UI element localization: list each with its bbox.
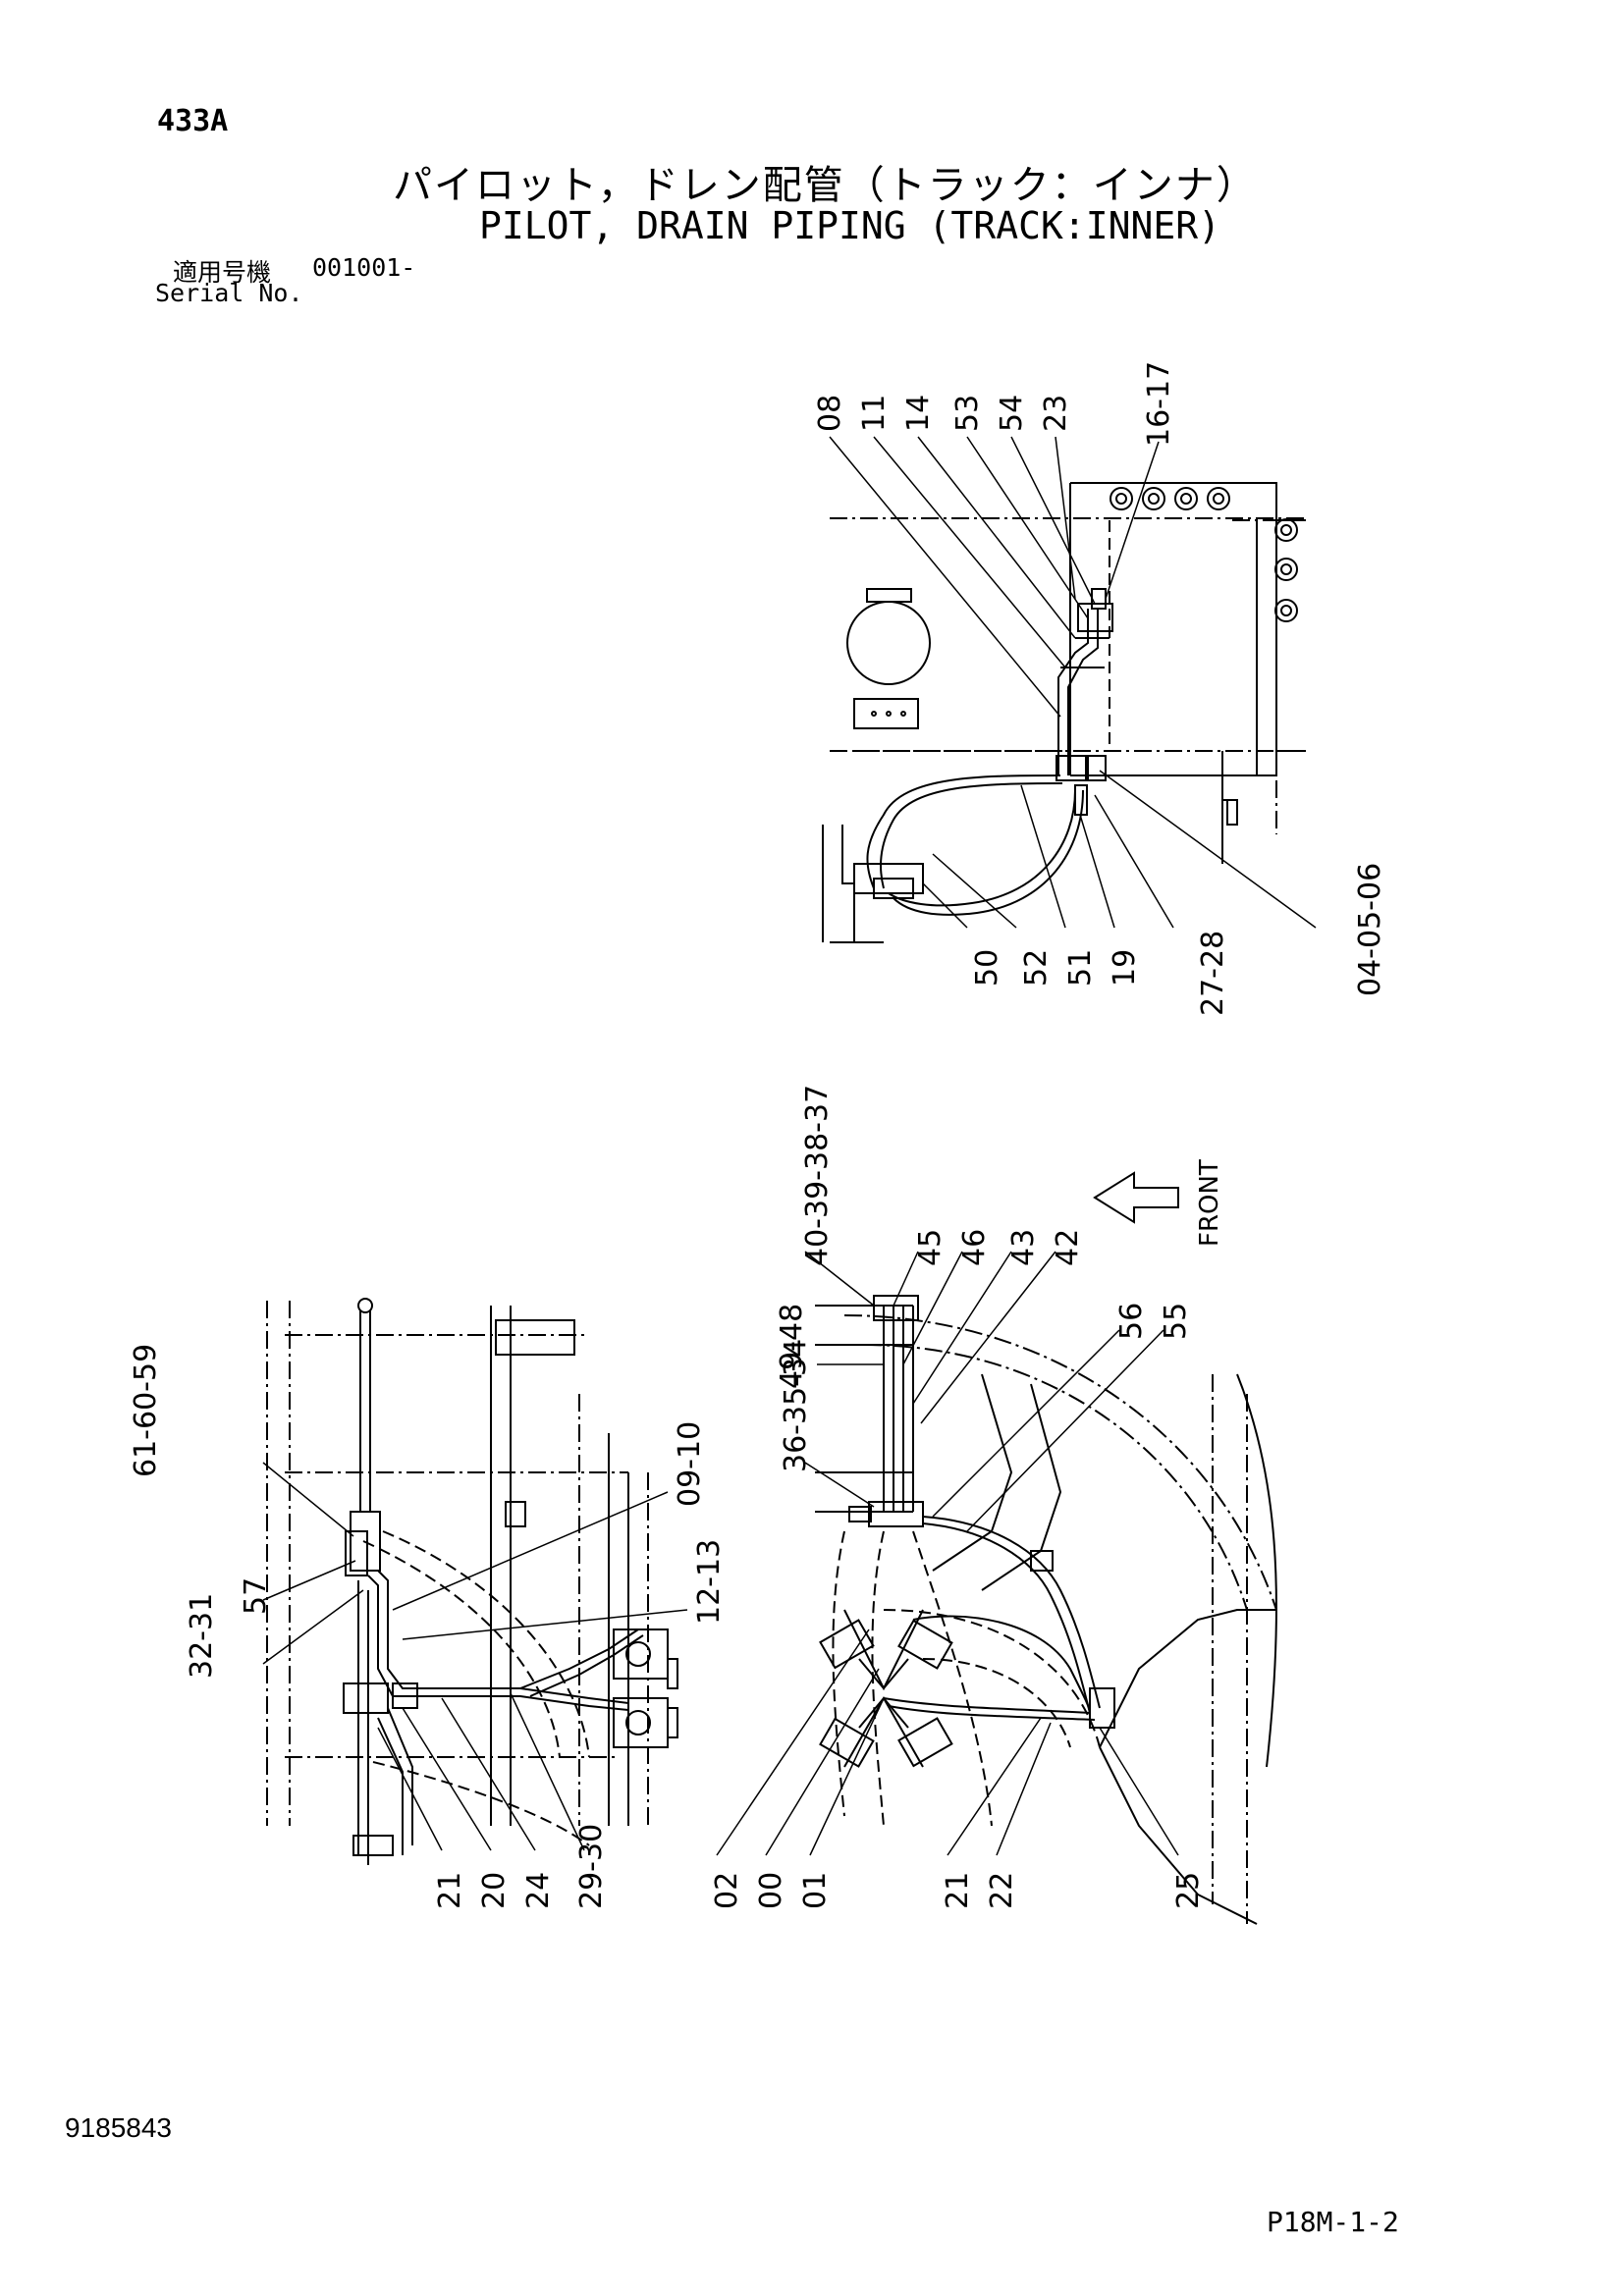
callout-label: 45 xyxy=(913,1229,947,1266)
serial-number: 001001- xyxy=(312,253,416,282)
callout-label: 27-28 xyxy=(1196,931,1230,1016)
callout-label: 53 xyxy=(950,395,985,432)
callout-label: 57 xyxy=(239,1577,273,1615)
lower-left-leaders xyxy=(262,1462,688,1851)
lower-right-hoses xyxy=(819,1295,1115,1768)
callout-label: 43 xyxy=(1006,1229,1041,1266)
callout-label: 50 xyxy=(970,949,1004,987)
callout-label: 16-17 xyxy=(1142,361,1176,447)
callout-label: 61-60-59 xyxy=(129,1344,163,1477)
callout-label: 09-10 xyxy=(673,1421,707,1507)
callout-label: 01 xyxy=(798,1872,833,1909)
serial-label-japanese: 適用号機 xyxy=(173,258,272,287)
callout-label: 08 xyxy=(813,395,847,432)
lower-right-labels: 40-39-38-37 45 46 43 42 49-48 56 55 36-3… xyxy=(710,1085,1206,1909)
callout-label: 42 xyxy=(1051,1229,1085,1266)
callout-label: 02 xyxy=(710,1872,744,1909)
page-title-english: PILOT, DRAIN PIPING (TRACK:INNER) xyxy=(479,204,1220,247)
callout-label: 29-30 xyxy=(574,1824,609,1909)
callout-label: 46 xyxy=(957,1229,992,1266)
callout-label: 22 xyxy=(985,1872,1019,1909)
callout-label: 24 xyxy=(521,1872,556,1909)
front-arrow xyxy=(1093,1171,1179,1224)
callout-label: 00 xyxy=(754,1872,788,1909)
upper-view-labels: 08 11 14 53 54 23 16-17 50 52 51 19 27-2… xyxy=(813,361,1387,1016)
callout-label: 56 xyxy=(1114,1303,1149,1340)
lower-right-leaders xyxy=(716,1251,1179,1856)
callout-label: 54 xyxy=(995,395,1029,432)
page-reference: P18M-1-2 xyxy=(1267,2206,1399,2238)
callout-label: 32-31 xyxy=(185,1593,219,1679)
document-number: 9185843 xyxy=(65,2112,173,2143)
callout-label: 52 xyxy=(1019,949,1054,987)
lower-left-frame xyxy=(266,1301,649,1846)
callout-label: 55 xyxy=(1159,1303,1193,1340)
callout-label: 12-13 xyxy=(692,1539,727,1625)
lower-right-frame xyxy=(815,1305,1277,1925)
callout-label: 49-48 xyxy=(775,1304,809,1389)
callout-label: 25 xyxy=(1171,1872,1206,1909)
callout-label: 14 xyxy=(901,395,936,432)
callout-label: 19 xyxy=(1108,949,1142,987)
callout-label: 11 xyxy=(857,395,892,432)
serial-label-english: Serial No. xyxy=(155,279,303,307)
callout-label: 21 xyxy=(941,1872,975,1909)
page-code: 433A xyxy=(157,104,229,138)
callout-label: 20 xyxy=(477,1872,512,1909)
lower-left-hoses xyxy=(343,1298,678,1865)
callout-label: 40-39-38-37 xyxy=(800,1085,835,1266)
callout-label: 36-35-34 xyxy=(779,1339,813,1472)
callout-label: 04-05-06 xyxy=(1353,863,1387,996)
callout-label: 21 xyxy=(433,1872,467,1909)
lower-left-labels: 61-60-59 57 32-31 09-10 12-13 21 20 24 2… xyxy=(129,1344,727,1909)
page-title-japanese: パイロット，ドレン配管（トラック：インナ） xyxy=(393,163,1258,208)
callout-label: 23 xyxy=(1039,395,1073,432)
upper-view-frame xyxy=(822,482,1306,943)
front-direction-label: FRONT xyxy=(1195,1159,1224,1247)
upper-view-leaders xyxy=(829,436,1317,929)
callout-label: 51 xyxy=(1063,949,1098,987)
